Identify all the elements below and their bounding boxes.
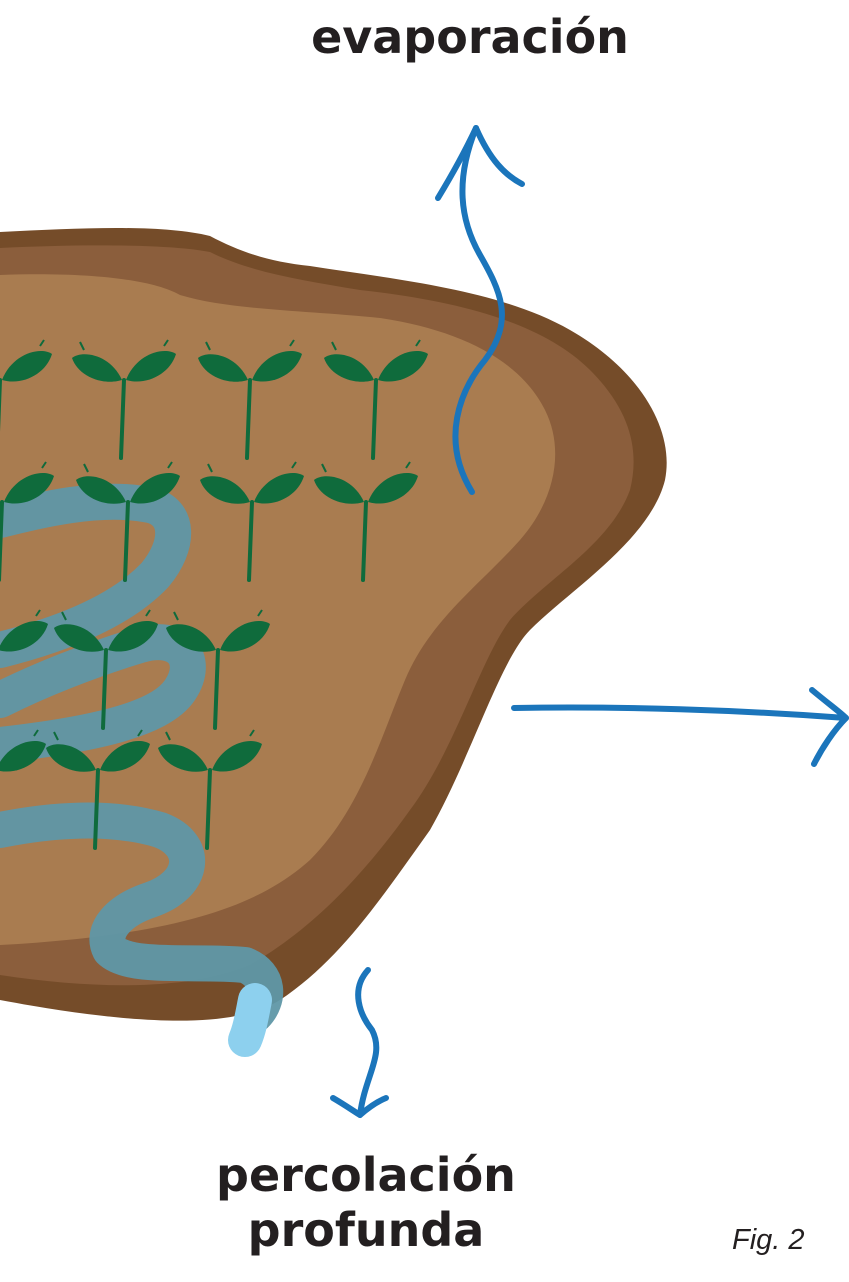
percolation-label-line2: profunda (166, 1203, 566, 1258)
evaporation-label: evaporación (270, 10, 670, 65)
water-drop (245, 1000, 255, 1040)
percolation-label: percolación profunda (166, 1148, 566, 1258)
runoff-arrow-icon (514, 707, 846, 718)
figure-caption: Fig. 2 (732, 1224, 805, 1257)
percolation-label-line1: percolación (166, 1148, 566, 1203)
runoff-arrowhead (812, 690, 846, 764)
percolation-arrow-icon (358, 970, 376, 1115)
evaporation-arrowhead (438, 128, 522, 198)
